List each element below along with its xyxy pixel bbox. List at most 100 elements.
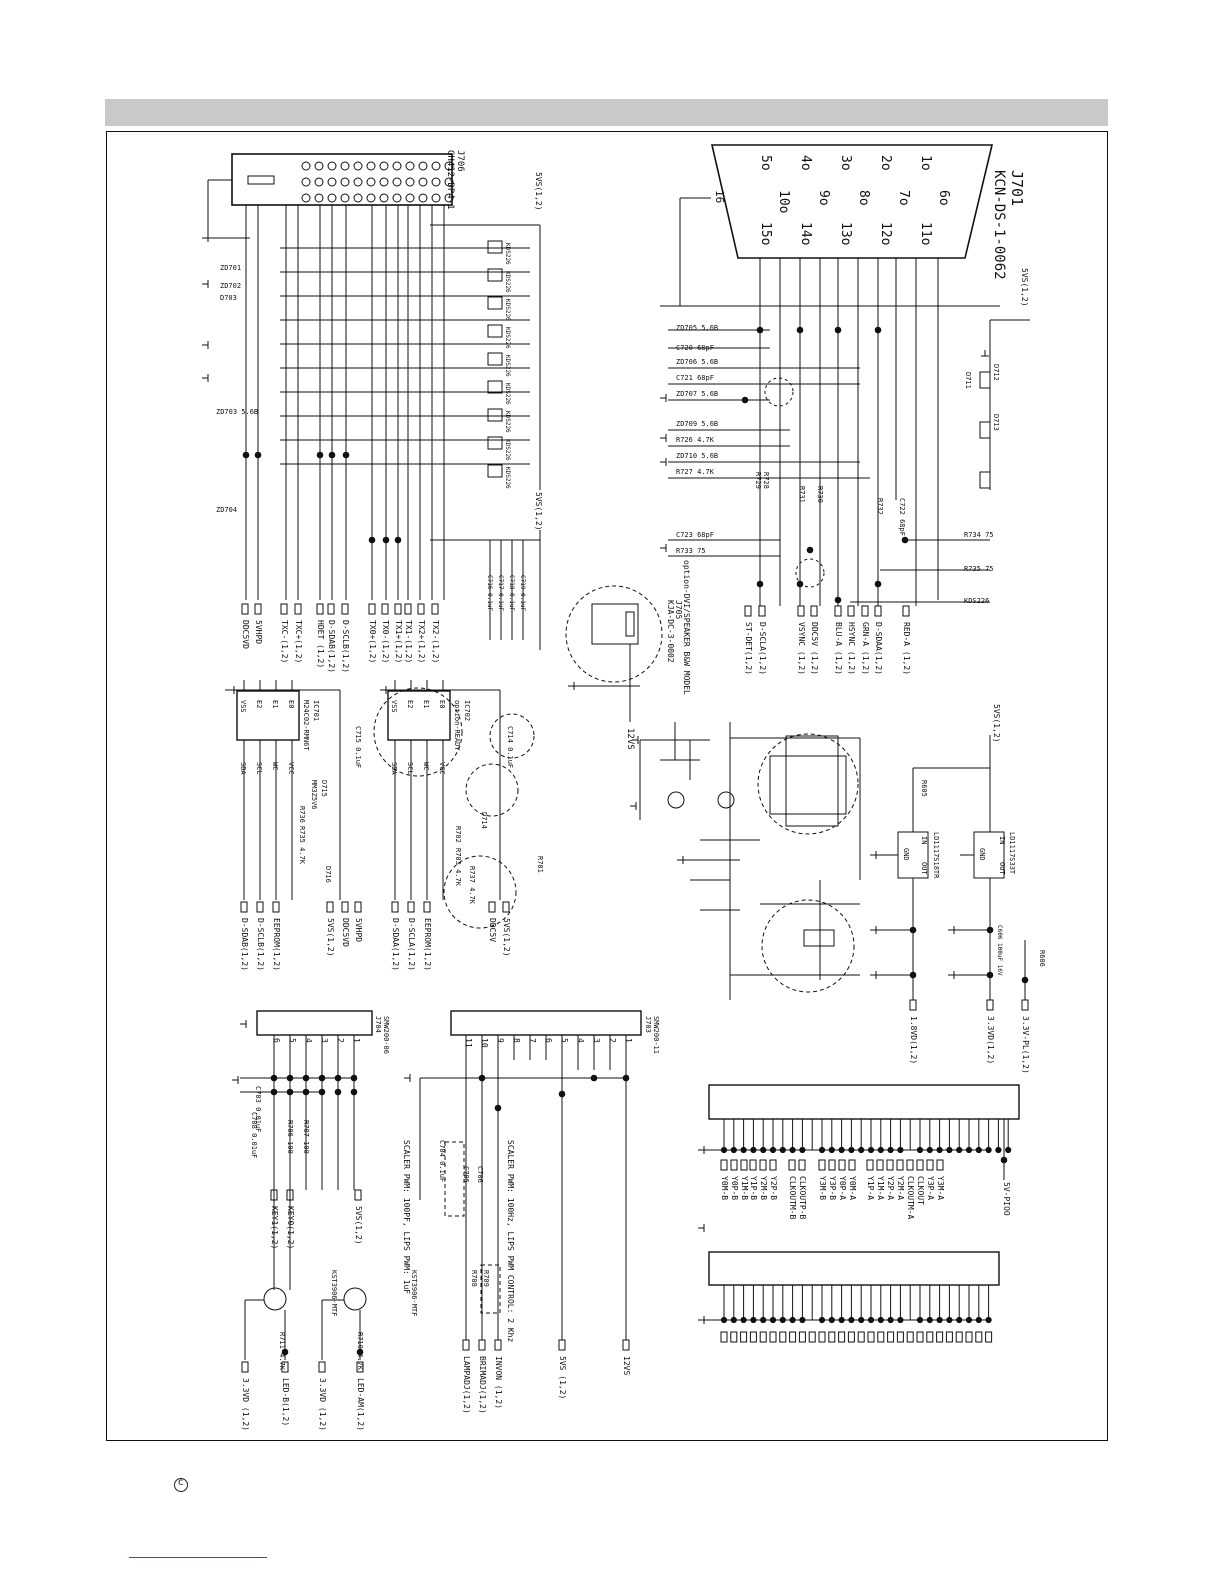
net-label: KEY1(1,2) xyxy=(270,1206,279,1249)
vga-net-terminal: ST-DET(1,2) xyxy=(744,605,753,675)
j706-pin xyxy=(392,161,402,171)
junction-dot xyxy=(368,536,376,544)
eeprom-pin-label: E0 xyxy=(438,700,446,708)
pin-label: OUT xyxy=(920,862,928,875)
eeprom-net-terminal: D-SDAB(1,2) xyxy=(240,901,249,971)
junction-dot xyxy=(834,326,842,334)
j703-pin: 8 xyxy=(512,1038,521,1043)
lvds-net-terminal: Y0M-A xyxy=(848,1159,857,1200)
junction-dot xyxy=(796,326,804,334)
capacitor-label: C719 0.1uF xyxy=(519,575,526,612)
ground-icon xyxy=(568,682,575,690)
net-label: TXC-(1,2) xyxy=(280,620,289,663)
lvds-net-terminal: Y1M-A xyxy=(876,1159,885,1200)
component-label: ZD704 xyxy=(216,506,237,514)
resistor-label: R606 xyxy=(1038,950,1046,967)
net-label: GRN-A (1,2) xyxy=(861,622,870,675)
net-label: Y0P-B xyxy=(730,1176,739,1200)
ground-icon xyxy=(660,458,667,466)
ground-symbols xyxy=(202,234,989,1324)
j701-pin: 9o xyxy=(816,190,831,206)
vga-net-terminal: VSYNC (1,2) xyxy=(797,605,806,675)
diode-icon xyxy=(979,371,991,389)
net-label: DDC5VD xyxy=(341,918,350,947)
j706-pin xyxy=(301,177,311,187)
footer-link-underline xyxy=(129,1557,267,1558)
note-label: SCALER PWM: 100Hz, LIPS PWM CONTROL: 2 K… xyxy=(506,1140,515,1342)
net-label: D-SCLB(1,2) xyxy=(341,620,350,673)
lvds-net-terminal: Y3M-A xyxy=(936,1159,945,1200)
net-label: D-SDAA(1,2) xyxy=(874,622,883,675)
diode-label: KDS226 xyxy=(504,355,511,377)
diode-icon xyxy=(487,408,503,422)
ground-icon xyxy=(698,1146,705,1154)
transistor-label: KST3906-MTF xyxy=(330,1270,338,1316)
schematic-frame xyxy=(106,131,1108,1441)
dvi-circuit: KDS226KDS226KDS226KDS226KDS226KDS226KDS2… xyxy=(207,172,543,673)
junction-dot xyxy=(901,536,909,544)
j706-pin xyxy=(405,193,415,203)
component-label: R731 xyxy=(798,486,806,503)
component-label: ZD709 5.6B xyxy=(676,420,718,428)
net-label: D-SDAB(1,2) xyxy=(240,918,249,971)
net-label: TX0-(1,2) xyxy=(381,620,390,663)
j706-pin xyxy=(379,161,389,171)
junction-dot xyxy=(316,451,324,459)
j701-pin: 12o xyxy=(878,222,893,245)
lvds-net-terminal: Y3M-B xyxy=(818,1159,827,1200)
net-label: LED-AM(1,2) xyxy=(356,1378,365,1431)
j706-pin xyxy=(353,177,363,187)
net-label: EEPROM(1,2) xyxy=(272,918,281,971)
component-label: ZD707 5.6B xyxy=(676,390,718,398)
j706-pin xyxy=(379,177,389,187)
j706-pin xyxy=(366,177,376,187)
net-label: EEPROM(1,2) xyxy=(423,918,432,971)
j703-net-terminal: 5VS (1,2) xyxy=(558,1339,567,1399)
component-label: C708 0.01uF xyxy=(250,1112,258,1158)
j701-pin: 10o xyxy=(776,190,791,213)
j706-pin xyxy=(340,177,350,187)
diode-icon xyxy=(487,352,503,366)
component-label: R737 4.7K xyxy=(468,866,476,905)
component-label: KDS226 xyxy=(964,597,989,605)
net-label: BRIMADJ(1,2) xyxy=(478,1356,487,1414)
diode-icon xyxy=(487,464,503,478)
eeprom-pin-label: E1 xyxy=(422,700,430,708)
j701-ref: J701 xyxy=(1008,170,1026,206)
j703-net-terminal: LAMPADJ(1,2) xyxy=(462,1339,471,1414)
lvds-net-terminal: Y2P-A xyxy=(886,1159,895,1200)
lvds-net-terminal: Y2M-B xyxy=(759,1159,768,1200)
eeprom-ref: IC702 xyxy=(463,700,471,721)
lvds-net-terminal: Y1P-A xyxy=(866,1159,875,1200)
component-label: ZD705 5.6B xyxy=(676,324,718,332)
ground-icon xyxy=(948,926,955,934)
net-label: RED-A (1,2) xyxy=(902,622,911,675)
j705-ref: J705 xyxy=(674,600,683,619)
eeprom-pin-label: SDA xyxy=(239,762,247,775)
net-label: LAMPADJ(1,2) xyxy=(462,1356,471,1414)
junction-dot xyxy=(558,1090,566,1098)
j704-net-terminal: KEY0(1,2) xyxy=(286,1189,295,1249)
j706-pin xyxy=(314,193,324,203)
pin-label: OUT xyxy=(998,862,1006,875)
pin-label: GND xyxy=(978,848,986,861)
led-net-terminal: LED-AM(1,2) xyxy=(356,1361,365,1431)
lvds-net-terminal: Y2M-A xyxy=(896,1159,905,1200)
junction-dot xyxy=(756,580,764,588)
vga-net-terminal: DDC5V (1,2) xyxy=(810,605,819,675)
dvi-net-terminal: TX0+(1,2) xyxy=(368,603,377,663)
j706-pin xyxy=(418,161,428,171)
eeprom-pin-label: E1 xyxy=(271,700,279,708)
j706-pin xyxy=(301,161,311,171)
eeprom-pin-label: VSS xyxy=(239,700,247,713)
j703-pin: 11 xyxy=(464,1038,473,1048)
component-label: R733 75 xyxy=(676,547,706,555)
net-label: 12VS xyxy=(622,1356,631,1375)
component-label: R728 xyxy=(762,472,770,489)
eeprom-pin-label: VSS xyxy=(390,700,398,713)
j703-pin: 5 xyxy=(560,1038,569,1043)
component-label: C703 0.01uF xyxy=(254,1086,262,1132)
